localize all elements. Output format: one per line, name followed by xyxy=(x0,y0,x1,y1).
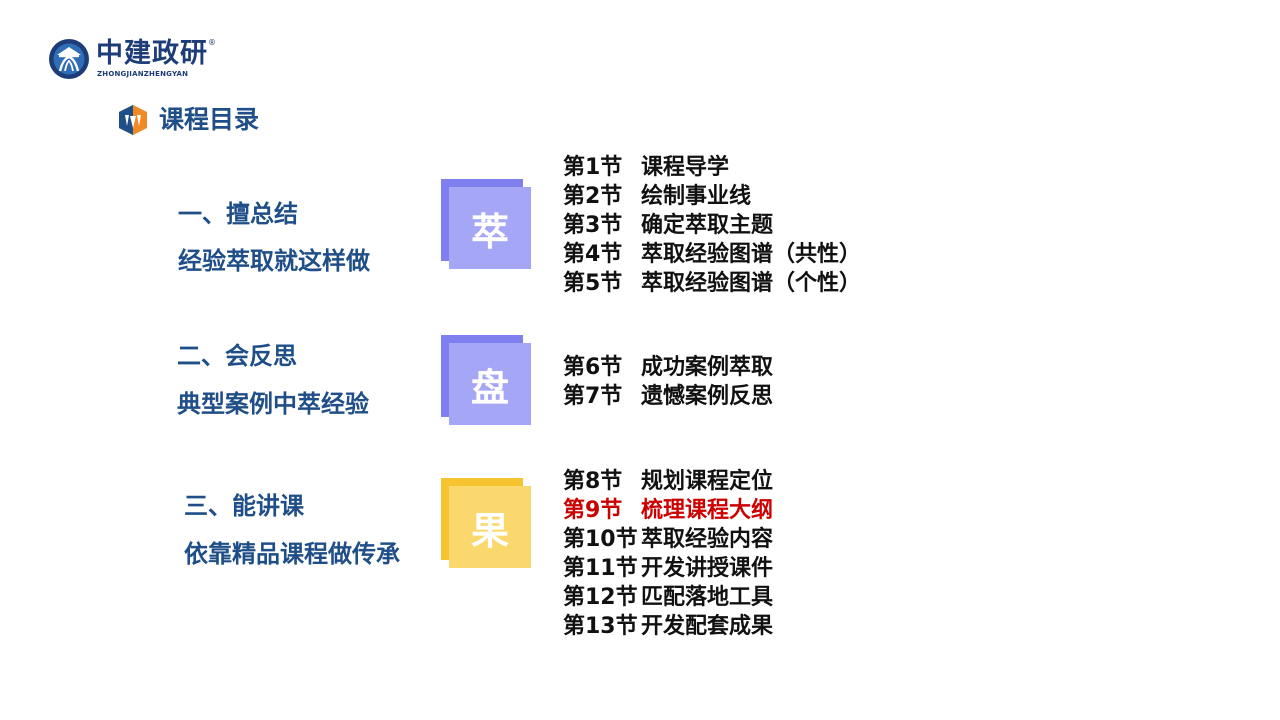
lesson-number: 第4节 xyxy=(563,242,623,267)
lesson-number: 第12节 xyxy=(563,585,638,610)
lesson-number: 第10节 xyxy=(563,527,638,552)
section-3-subtitle: 依靠精品课程做传承 xyxy=(184,540,400,568)
lesson-item-current: 第9节梳理课程大纲 xyxy=(563,496,773,525)
lesson-number: 第2节 xyxy=(563,184,623,209)
company-logo: 中建政研 ® ZHONGJIANZHENGYAN xyxy=(48,38,228,82)
logo-emblem-icon xyxy=(49,39,89,79)
logo-pinyin: ZHONGJIANZHENGYAN xyxy=(97,70,189,78)
catalog-title: 课程目录 xyxy=(159,105,260,134)
lesson-number: 第6节 xyxy=(563,355,623,380)
lesson-item: 第12节匹配落地工具 xyxy=(563,583,773,612)
lesson-name: 课程导学 xyxy=(641,155,730,180)
lesson-name: 确定萃取主题 xyxy=(641,213,774,238)
lesson-number: 第5节 xyxy=(563,271,623,296)
logo-name: 中建政研 xyxy=(96,38,208,69)
lesson-name: 规划课程定位 xyxy=(641,469,774,494)
lesson-name: 绘制事业线 xyxy=(641,184,752,209)
lesson-item: 第13节开发配套成果 xyxy=(563,612,773,641)
lesson-item: 第3节确定萃取主题 xyxy=(563,211,861,240)
section-3-badge: 果 xyxy=(441,478,533,570)
section-3-lessons: 第8节规划课程定位 第9节梳理课程大纲 第10节萃取经验内容 第11节开发讲授课… xyxy=(563,467,773,641)
lesson-name: 成功案例萃取 xyxy=(641,355,774,380)
section-3-title: 三、能讲课 xyxy=(184,492,304,520)
section-2-badge: 盘 xyxy=(441,335,533,427)
lesson-item: 第5节萃取经验图谱（个性） xyxy=(563,269,861,298)
section-1-title: 一、擅总结 xyxy=(178,200,298,228)
lesson-number: 第1节 xyxy=(563,155,623,180)
badge-character: 萃 xyxy=(449,187,531,269)
lesson-item: 第4节萃取经验图谱（共性） xyxy=(563,240,861,269)
lesson-item: 第6节成功案例萃取 xyxy=(563,353,773,382)
lesson-number: 第9节 xyxy=(563,498,623,523)
section-1-subtitle: 经验萃取就这样做 xyxy=(178,247,370,275)
lesson-item: 第2节绘制事业线 xyxy=(563,182,861,211)
section-1-lessons: 第1节课程导学 第2节绘制事业线 第3节确定萃取主题 第4节萃取经验图谱（共性）… xyxy=(563,153,861,298)
section-2-lessons: 第6节成功案例萃取 第7节遗憾案例反思 xyxy=(563,353,773,411)
lesson-name: 开发配套成果 xyxy=(641,614,774,639)
lesson-name: 萃取经验内容 xyxy=(641,527,774,552)
lesson-number: 第13节 xyxy=(563,614,638,639)
badge-character: 果 xyxy=(449,486,531,568)
lesson-number: 第3节 xyxy=(563,213,623,238)
section-1-badge: 萃 xyxy=(441,179,533,271)
lesson-name: 遗憾案例反思 xyxy=(641,384,774,409)
lesson-name: 梳理课程大纲 xyxy=(641,498,774,523)
lesson-number: 第8节 xyxy=(563,469,623,494)
lesson-item: 第1节课程导学 xyxy=(563,153,861,182)
lesson-item: 第11节开发讲授课件 xyxy=(563,554,773,583)
lesson-name: 匹配落地工具 xyxy=(641,585,774,610)
catalog-diamond-icon xyxy=(119,105,147,135)
lesson-item: 第7节遗憾案例反思 xyxy=(563,382,773,411)
lesson-number: 第7节 xyxy=(563,384,623,409)
lesson-name: 萃取经验图谱（个性） xyxy=(641,271,862,296)
lesson-item: 第8节规划课程定位 xyxy=(563,467,773,496)
logo-registered-mark: ® xyxy=(208,38,216,47)
lesson-number: 第11节 xyxy=(563,556,638,581)
lesson-item: 第10节萃取经验内容 xyxy=(563,525,773,554)
badge-character: 盘 xyxy=(449,343,531,425)
lesson-name: 开发讲授课件 xyxy=(641,556,774,581)
section-2-subtitle: 典型案例中萃经验 xyxy=(177,390,369,418)
lesson-name: 萃取经验图谱（共性） xyxy=(641,242,862,267)
section-2-title: 二、会反思 xyxy=(177,342,297,370)
